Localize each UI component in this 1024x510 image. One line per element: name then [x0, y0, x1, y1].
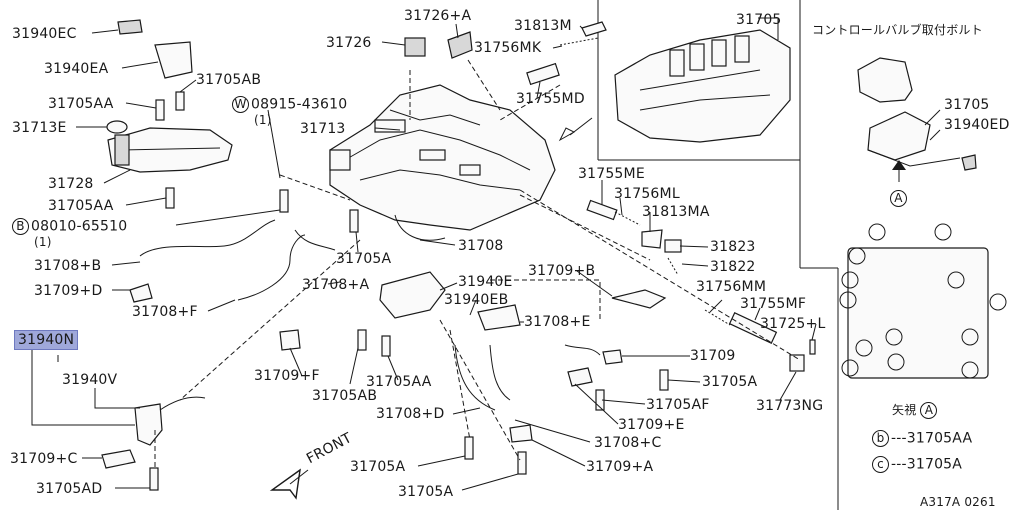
right-panel-illustration	[847, 57, 989, 379]
label-31726[interactable]: 31726	[326, 35, 372, 51]
label-31705-inset[interactable]: 31705	[736, 12, 782, 28]
label-31728[interactable]: 31728	[48, 176, 94, 192]
label-31709b[interactable]: 31709+B	[528, 263, 596, 279]
label-31940v[interactable]: 31940V	[62, 372, 118, 388]
label-31705ab-low[interactable]: 31705AB	[312, 388, 378, 404]
label-31705-right[interactable]: 31705	[944, 97, 990, 113]
harness-31940v	[159, 396, 206, 411]
spool-valves	[404, 21, 816, 372]
legend-c: c---31705A	[872, 456, 962, 473]
label-31940eb[interactable]: 31940EB	[444, 292, 509, 308]
label-31755mf[interactable]: 31755MF	[740, 296, 807, 312]
seal-31713e	[106, 120, 128, 134]
label-31708f[interactable]: 31708+F	[132, 304, 198, 320]
label-31713[interactable]: 31713	[300, 121, 346, 137]
label-31726a[interactable]: 31726+A	[404, 8, 472, 24]
label-31940ec[interactable]: 31940EC	[12, 26, 77, 42]
label-31940e[interactable]: 31940E	[458, 274, 513, 290]
label-31822[interactable]: 31822	[710, 259, 756, 275]
brackets-31709	[101, 283, 667, 469]
label-31709[interactable]: 31709	[690, 348, 736, 364]
label-31708e[interactable]: 31708+E	[524, 314, 591, 330]
bracket-31940ea	[154, 41, 193, 79]
solenoid-31940e	[379, 271, 446, 319]
label-31813ma[interactable]: 31813MA	[642, 204, 710, 220]
label-31708a[interactable]: 31708+A	[302, 277, 370, 293]
label-31705a-right[interactable]: 31705A	[702, 374, 758, 390]
view-a-bolt-marks	[839, 223, 1007, 379]
label-31705aa-top[interactable]: 31705AA	[48, 96, 114, 112]
label-31823[interactable]: 31823	[710, 239, 756, 255]
highlighted-part: 31940N	[14, 330, 79, 350]
label-31755me[interactable]: 31755ME	[578, 166, 645, 182]
label-31705ad[interactable]: 31705AD	[36, 481, 103, 497]
view-arrow-mark: A	[890, 190, 909, 207]
label-31940ea[interactable]: 31940EA	[44, 61, 109, 77]
part-number: 08915-43610	[251, 96, 348, 113]
label-31756mm[interactable]: 31756MM	[696, 279, 767, 295]
label-31708d[interactable]: 31708+D	[376, 406, 445, 422]
label-31708b[interactable]: 31708+B	[34, 258, 102, 274]
label-31940ed[interactable]: 31940ED	[944, 117, 1010, 133]
label-31708c[interactable]: 31708+C	[594, 435, 662, 451]
right-panel-title: コントロールバルブ取付ボルト	[812, 23, 983, 37]
view-a-caption: 矢視 A	[892, 402, 939, 419]
dashed-leaders	[154, 59, 801, 470]
part-number: 08010-65510	[31, 218, 128, 235]
label-leaders	[31, 17, 941, 491]
label-31756mk[interactable]: 31756MK	[474, 40, 542, 56]
label-31813m[interactable]: 31813M	[514, 18, 572, 34]
label-31940n[interactable]: 31940N	[14, 330, 79, 350]
circle-mark-w: W	[232, 96, 249, 113]
label-31725l[interactable]: 31725+L	[760, 316, 826, 332]
label-31755md[interactable]: 31755MD	[516, 91, 585, 107]
label-31709d[interactable]: 31709+D	[34, 283, 103, 299]
label-31709e[interactable]: 31709+E	[618, 417, 685, 433]
label-31709a[interactable]: 31709+A	[586, 459, 654, 475]
diagram-code: A317A 0261	[920, 495, 996, 509]
label-31708[interactable]: 31708	[458, 238, 504, 254]
label-31713e[interactable]: 31713E	[12, 120, 67, 136]
legend-b: b---31705AA	[872, 430, 972, 447]
label-31705a-bot1[interactable]: 31705A	[350, 459, 406, 475]
label-31705aa-mid[interactable]: 31705AA	[48, 198, 114, 214]
strainer-31728	[107, 127, 233, 173]
qty-08915: (1)	[254, 113, 272, 127]
valve-body-31713	[329, 84, 556, 231]
qty-08010: (1)	[34, 235, 52, 249]
label-31705af[interactable]: 31705AF	[646, 397, 710, 413]
label-31709f[interactable]: 31709+F	[254, 368, 320, 384]
front-arrow-icon	[269, 468, 301, 500]
label-31705aa-low[interactable]: 31705AA	[366, 374, 432, 390]
label-31705a-bot2[interactable]: 31705A	[398, 484, 454, 500]
circle-mark-b: B	[12, 218, 29, 235]
inset-control-valve	[558, 29, 791, 143]
label-31773ng[interactable]: 31773NG	[756, 398, 824, 414]
block-31940ec	[117, 19, 143, 35]
label-31709c[interactable]: 31709+C	[10, 451, 78, 467]
label-31705a-mid[interactable]: 31705A	[336, 251, 392, 267]
pipes-31708	[139, 214, 601, 411]
label-31756ml[interactable]: 31756ML	[614, 186, 680, 202]
label-31705ab-top[interactable]: 31705AB	[196, 72, 262, 88]
sensor-31940n	[134, 403, 163, 446]
